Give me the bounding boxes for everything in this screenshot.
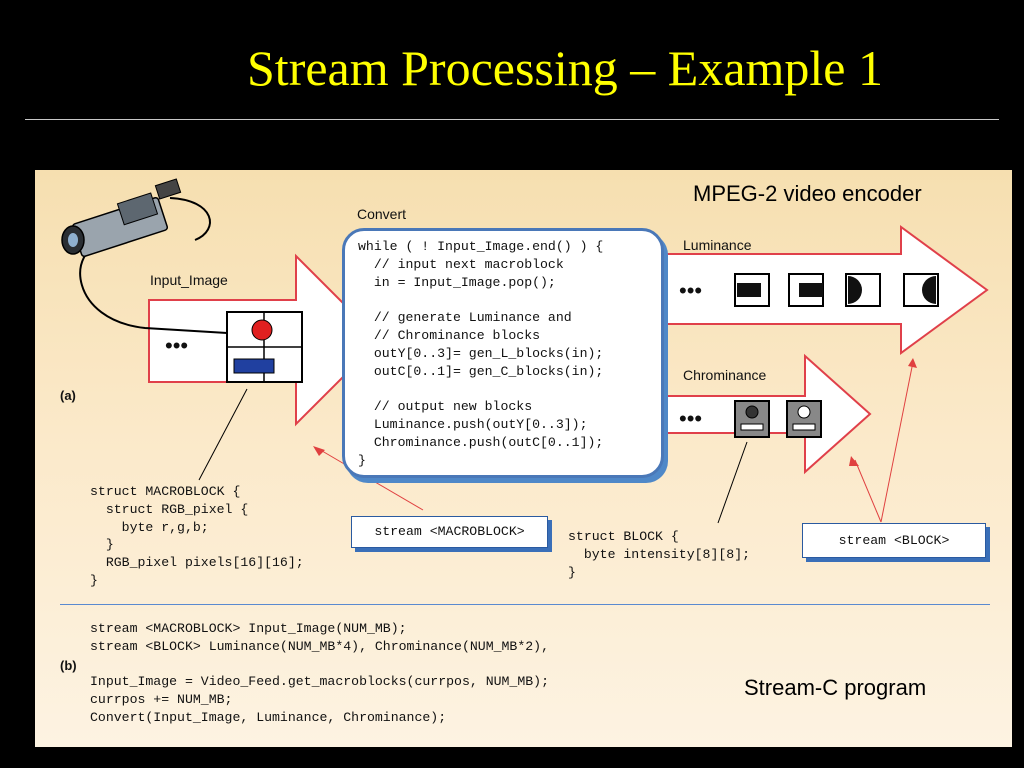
luminance-block-4 [903,273,939,307]
pointer-stream-block-chrom [854,459,882,523]
convert-code: while ( ! Input_Image.end() ) { // input… [358,239,604,468]
block-struct-code: struct BLOCK { byte intensity[8][8]; } [568,529,751,580]
diagram-panel: MPEG-2 video encoder Stream-C program (a… [35,170,1012,747]
pointer-block-struct [717,441,748,524]
luminance-arrow [662,225,989,355]
input-ellipsis: ••• [165,333,189,358]
stream-macroblock-box: stream <MACROBLOCK> [351,516,548,548]
title-rule [25,119,999,120]
luminance-ellipsis: ••• [679,278,703,303]
convert-label: Convert [357,206,407,222]
luminance-block-2 [788,273,824,307]
input-image-label: Input_Image [150,272,228,288]
program-code: stream <MACROBLOCK> Input_Image(NUM_MB);… [90,621,549,725]
encoder-label: MPEG-2 video encoder [693,181,922,206]
luminance-label: Luminance [683,237,752,253]
convert-kernel-box: while ( ! Input_Image.end() ) { // input… [342,228,664,478]
pointer-stream-macroblock [316,447,424,511]
chrominance-ellipsis: ••• [679,406,703,431]
macroblock-icon [226,311,303,383]
program-label: Stream-C program [744,675,927,700]
video-camera-icon [61,178,228,334]
pointer-macroblock-struct [198,388,248,481]
section-a-label: (a) [60,388,76,403]
chrominance-block-2 [786,400,822,438]
luminance-block-3 [845,273,881,307]
macroblock-struct-code: struct MACROBLOCK { struct RGB_pixel { b… [90,484,304,588]
stream-block-box: stream <BLOCK> [802,523,986,558]
pointer-stream-block-lum [880,361,914,523]
luminance-block-1 [734,273,770,307]
slide-title: Stream Processing – Example 1 [247,40,883,96]
chrominance-label: Chrominance [683,367,767,383]
section-divider [60,604,990,605]
section-b-label: (b) [60,658,77,673]
chrominance-block-1 [734,400,770,438]
diagram-graphics [61,178,989,524]
